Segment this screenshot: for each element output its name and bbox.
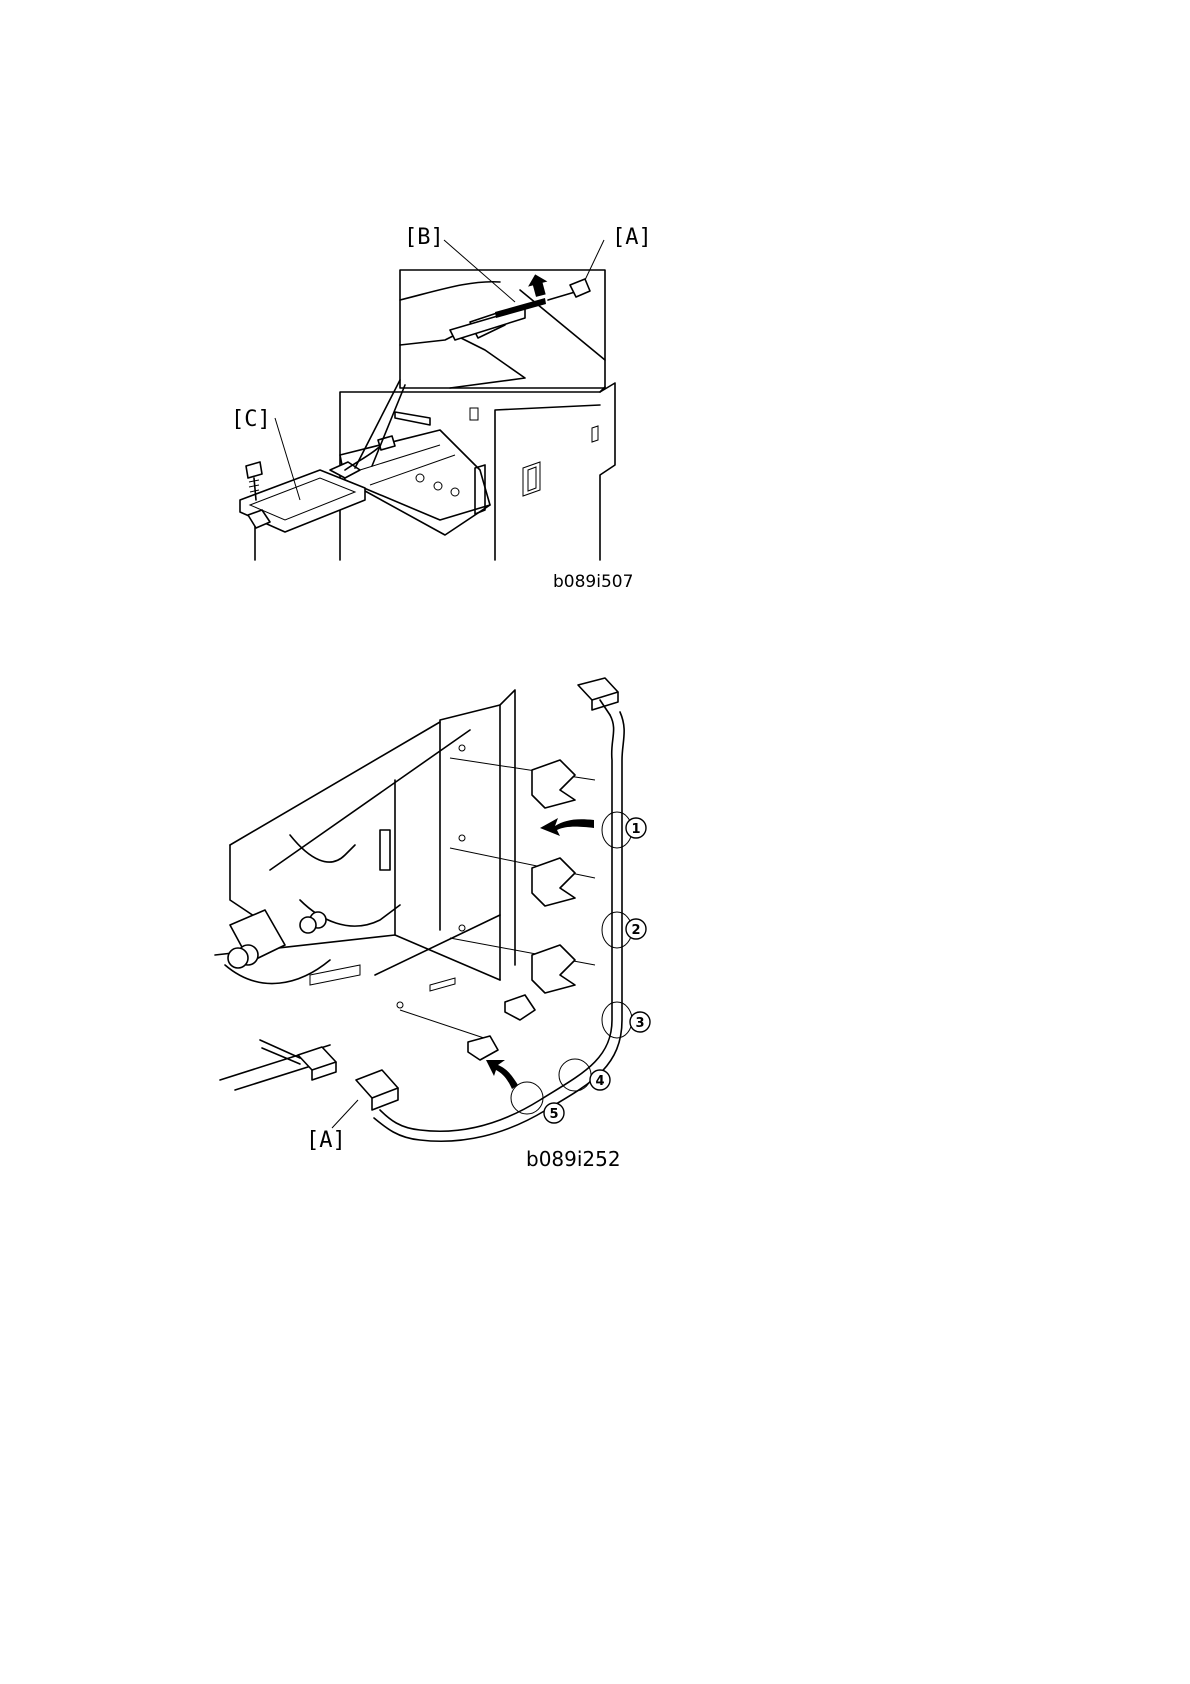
step-marker-5: 5	[544, 1103, 564, 1123]
leader-line-a	[332, 1100, 358, 1128]
svg-text:2: 2	[631, 923, 640, 938]
step-marker-3: 3	[630, 1012, 650, 1032]
svg-text:5: 5	[549, 1107, 558, 1122]
step-marker-2: 2	[626, 919, 646, 939]
svg-text:4: 4	[595, 1074, 604, 1089]
left-mechanism	[225, 830, 400, 984]
svg-text:1: 1	[631, 822, 640, 837]
wire-clamps	[468, 760, 575, 1060]
harness-cable	[260, 678, 624, 1141]
step-marker-1: 1	[626, 818, 646, 838]
svg-text:3: 3	[635, 1016, 644, 1031]
figure-code-2: b089i252	[526, 1147, 621, 1171]
step-marker-4: 4	[590, 1070, 610, 1090]
callout-a-2: [A]	[306, 1128, 346, 1153]
